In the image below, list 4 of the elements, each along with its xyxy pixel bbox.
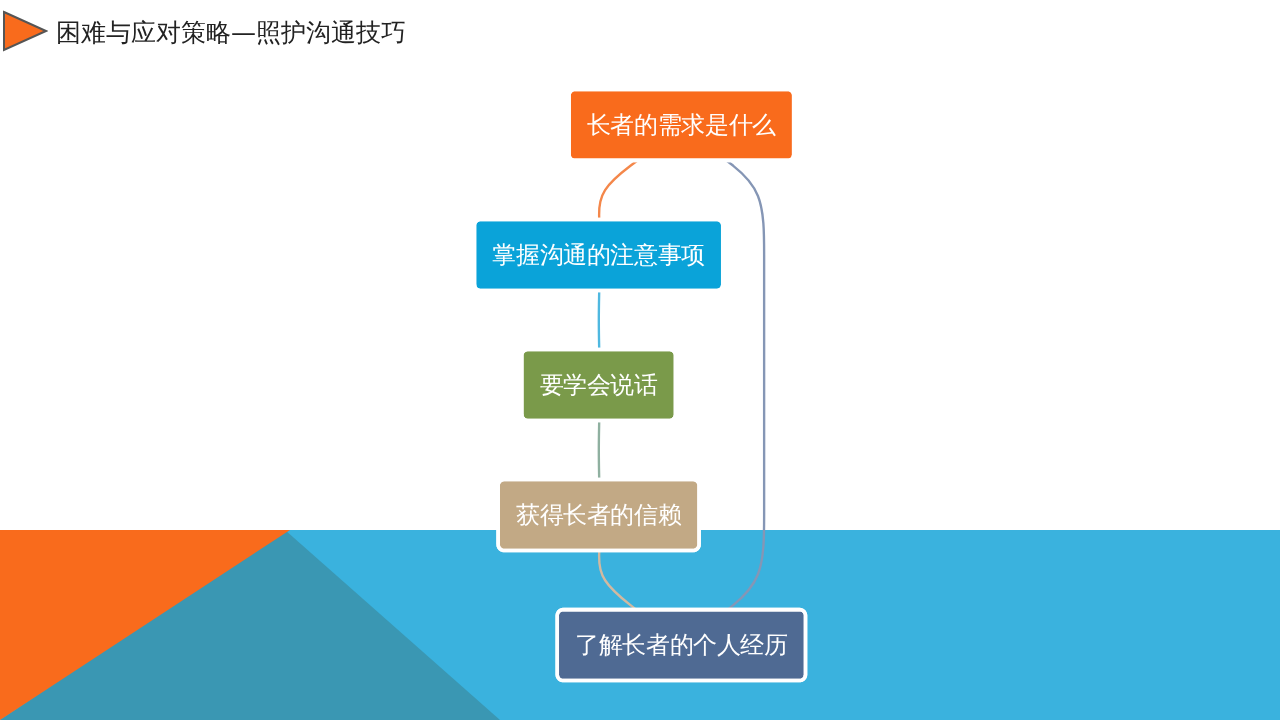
process-box: 要学会说话 — [520, 347, 678, 423]
title: 困难与应对策略—照护沟通技巧 — [56, 17, 406, 49]
process-box: 了解长者的个人经历 — [555, 607, 808, 683]
process-box: 获得长者的信赖 — [496, 477, 701, 553]
